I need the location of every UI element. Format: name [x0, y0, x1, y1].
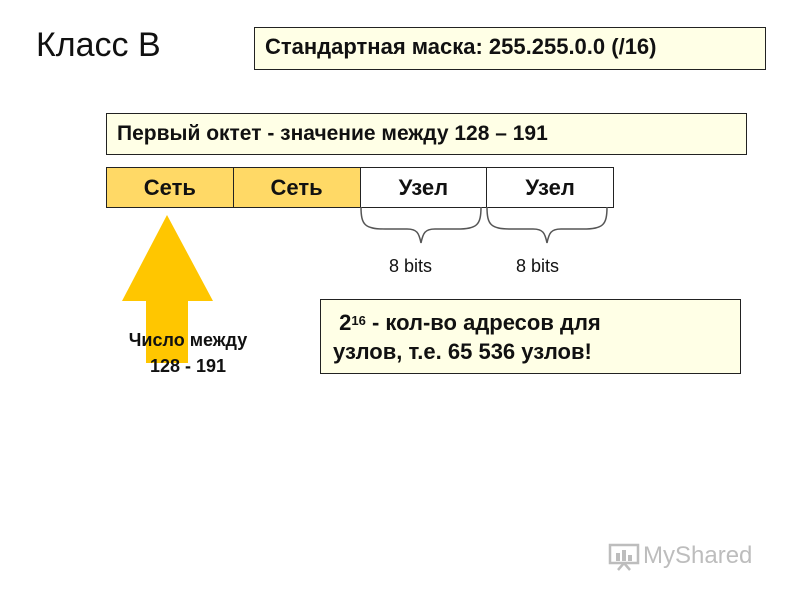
octet-host-2: Узел	[487, 168, 613, 207]
brace-host-1	[360, 206, 482, 244]
number-range-line2: 128 - 191	[149, 356, 227, 376]
bits-label-2: 8 bits	[516, 256, 560, 276]
standard-mask-box: Стандартная маска: 255.255.0.0 (/16)	[254, 27, 766, 70]
octet-network-1: Сеть	[107, 168, 234, 207]
up-arrow-icon	[122, 215, 213, 363]
watermark-logo: MyShared	[607, 539, 777, 573]
presentation-icon	[608, 543, 640, 571]
first-octet-text: Первый октет - значение между 128 – 191	[117, 122, 548, 145]
number-range-label: Число между 128 - 191	[108, 327, 268, 379]
slide-title: Класс B	[36, 26, 161, 64]
host-count-line1: 216 - кол-во адресов для	[333, 308, 728, 337]
watermark-text: MyShared	[643, 542, 753, 569]
power-base: 2	[339, 310, 352, 335]
number-range-line1: Число между	[128, 330, 248, 350]
power-exponent: 16	[351, 313, 366, 328]
standard-mask-text: Стандартная маска: 255.255.0.0 (/16)	[265, 34, 657, 59]
octet-host-1: Узел	[360, 168, 488, 207]
host-braces	[360, 206, 608, 244]
bits-label-1: 8 bits	[389, 256, 433, 276]
host-count-box: 216 - кол-во адресов для узлов, т.е. 65 …	[320, 299, 741, 374]
host-count-line2: узлов, т.е. 65 536 узлов!	[333, 339, 592, 364]
first-octet-box: Первый октет - значение между 128 – 191	[106, 113, 747, 155]
brace-host-2	[486, 206, 608, 244]
host-count-line1-rest: - кол-во адресов для	[365, 310, 601, 335]
address-octets-bar: Сеть Сеть Узел Узел	[106, 167, 614, 208]
octet-network-2: Сеть	[233, 168, 361, 207]
